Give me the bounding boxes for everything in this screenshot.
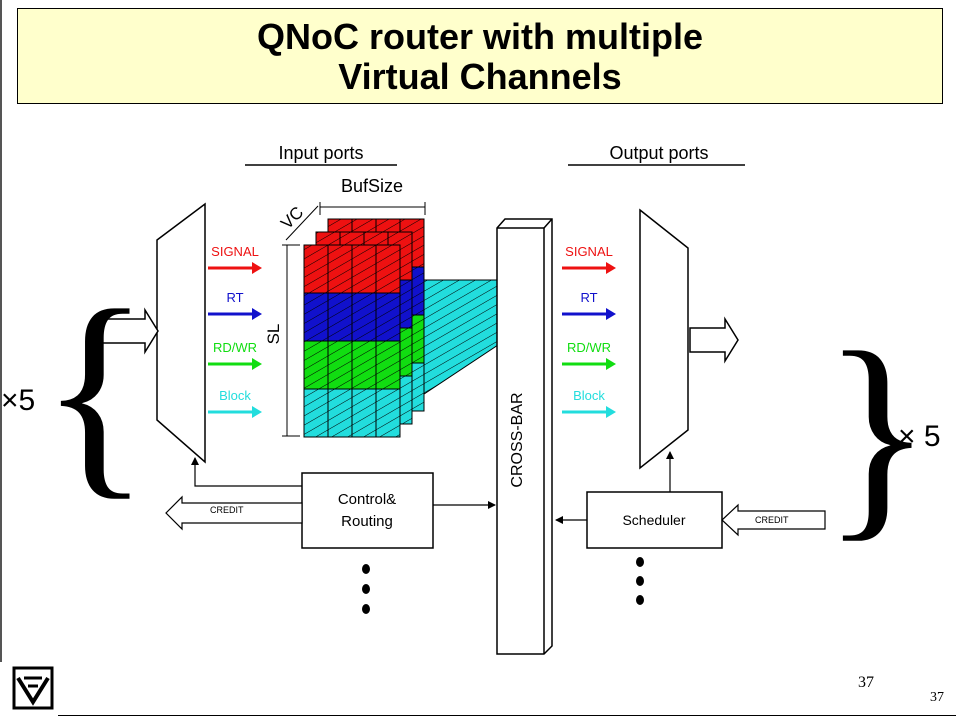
left-multiplicity: ×5 bbox=[1, 384, 35, 417]
input-signal-arrows: SIGNAL RT RD/WR Block bbox=[208, 244, 262, 418]
right-multiplicity: × 5 bbox=[898, 420, 941, 453]
input-signal-label-0: SIGNAL bbox=[211, 244, 259, 259]
output-signal-label-0: SIGNAL bbox=[565, 244, 613, 259]
input-ports-label: Input ports bbox=[278, 143, 363, 163]
bufsize-label: BufSize bbox=[341, 176, 403, 196]
output-ports-label: Output ports bbox=[609, 143, 708, 163]
footer-rule bbox=[58, 715, 956, 716]
output-signal-label-1: RT bbox=[580, 290, 597, 305]
input-demux bbox=[156, 202, 206, 464]
output-signal-arrowhead-3 bbox=[606, 406, 616, 418]
scheduler-ellipsis-dots bbox=[636, 557, 644, 605]
control-label-line2: Routing bbox=[341, 513, 393, 530]
output-signal-label-2: RD/WR bbox=[567, 340, 611, 355]
credit-out-arrow bbox=[165, 495, 303, 531]
input-signal-label-1: RT bbox=[226, 290, 243, 305]
scheduler-label: Scheduler bbox=[622, 512, 685, 528]
input-signal-arrowhead-0 bbox=[252, 262, 262, 274]
input-signal-arrowhead-3 bbox=[252, 406, 262, 418]
input-signal-arrowhead-2 bbox=[252, 358, 262, 370]
output-signal-arrowhead-2 bbox=[606, 358, 616, 370]
input-signal-label-3: Block bbox=[219, 388, 251, 403]
slide-left-border bbox=[0, 0, 2, 662]
control-to-demux-line bbox=[191, 457, 302, 487]
input-port-arrow bbox=[99, 307, 159, 355]
slide-number-center: 37 bbox=[858, 674, 874, 691]
vc-label: VC bbox=[277, 203, 307, 233]
title-banner: QNoC router with multiple Virtual Channe… bbox=[17, 8, 943, 104]
credit-in-arrow bbox=[721, 503, 826, 537]
input-signal-arrowhead-1 bbox=[252, 308, 262, 320]
output-mux bbox=[639, 208, 689, 470]
technion-logo-icon bbox=[12, 666, 54, 710]
output-port-arrow bbox=[689, 316, 739, 364]
control-ellipsis-dots bbox=[362, 564, 370, 614]
credit-right-label: CREDIT bbox=[755, 515, 789, 525]
slide-title-line1: QNoC router with multiple bbox=[257, 16, 703, 57]
control-routing-box bbox=[301, 472, 434, 549]
input-signal-label-2: RD/WR bbox=[213, 340, 257, 355]
output-signal-label-3: Block bbox=[573, 388, 605, 403]
vc-dimension bbox=[285, 205, 319, 241]
sl-label: SL bbox=[264, 324, 283, 345]
left-curly-brace: { bbox=[40, 263, 150, 518]
credit-left-label: CREDIT bbox=[210, 505, 244, 515]
crossbar bbox=[496, 218, 553, 655]
output-signal-arrowhead-1 bbox=[606, 308, 616, 320]
output-signal-arrows: SIGNAL RT RD/WR Block bbox=[562, 244, 616, 418]
control-label-line1: Control& bbox=[338, 491, 396, 508]
vc-buffer-stack bbox=[303, 218, 499, 438]
right-curly-brace: } bbox=[822, 305, 932, 560]
slide-title-line2: Virtual Channels bbox=[338, 56, 622, 97]
output-signal-arrowhead-0 bbox=[606, 262, 616, 274]
scheduler-box bbox=[586, 491, 723, 549]
slide-number-corner: 37 bbox=[930, 690, 944, 705]
crossbar-label: CROSS-BAR bbox=[509, 392, 526, 487]
